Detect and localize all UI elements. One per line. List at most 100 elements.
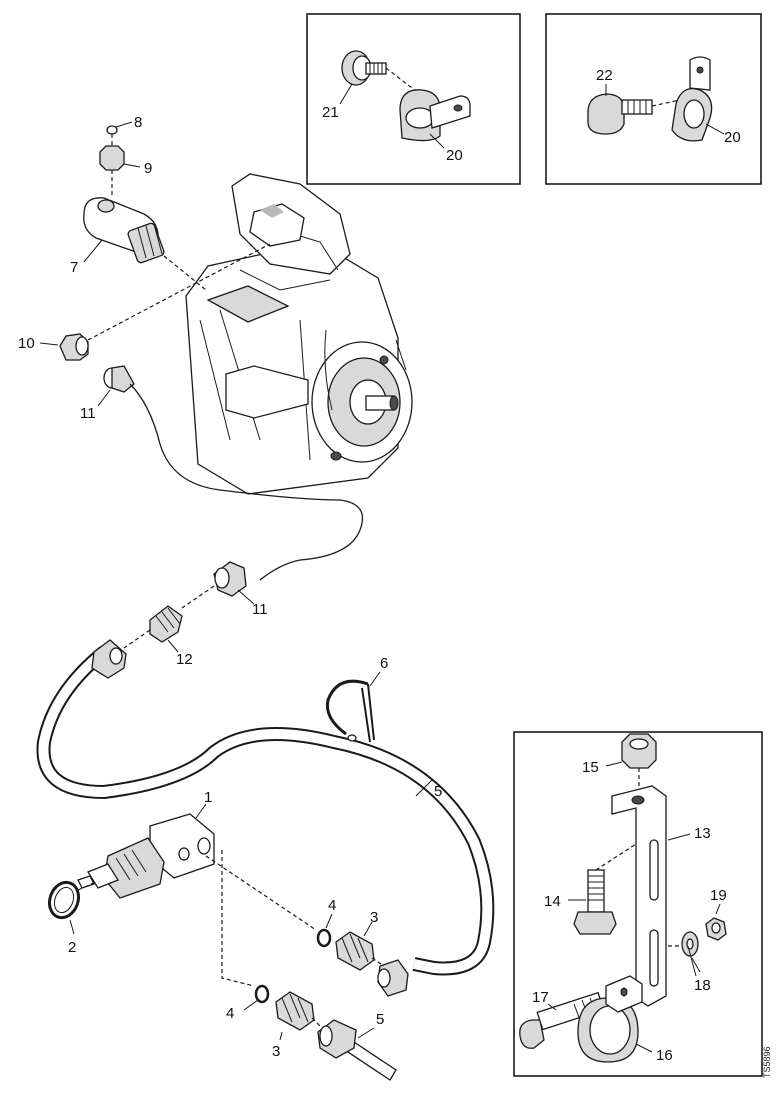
washer-18: [681, 931, 699, 957]
callout-17: 17: [532, 989, 549, 1006]
assembly-line: [181, 585, 215, 609]
nut-9: [99, 145, 125, 171]
callout-20-left: 20: [446, 147, 463, 164]
leader-line: [97, 389, 111, 407]
hose-end-lower: [377, 959, 409, 997]
fitting-10: [59, 333, 89, 361]
inset-box-bracket: [513, 731, 763, 1077]
leader-line: [39, 342, 59, 346]
assembly-line: [123, 629, 151, 649]
leader-line: [429, 133, 445, 149]
leader-line: [415, 779, 433, 797]
leader-line: [547, 1003, 557, 1011]
adapter-12: [149, 605, 183, 643]
callout-12: 12: [176, 651, 193, 668]
leader-line: [115, 121, 133, 128]
fitting-3-lower: [275, 991, 315, 1031]
leader-line: [691, 957, 701, 973]
assembly-line: [77, 881, 97, 891]
callout-6: 6: [380, 655, 388, 672]
callout-9: 9: [144, 160, 152, 177]
leader-line: [715, 903, 721, 915]
nut-19: [705, 917, 727, 941]
leader-line: [69, 919, 75, 935]
leader-line: [243, 999, 259, 1011]
callout-15: 15: [582, 759, 599, 776]
callout-3-lower: 3: [272, 1043, 280, 1060]
inset-box-clamp-right: [545, 13, 762, 185]
leader-line: [357, 1027, 375, 1039]
leader-line: [667, 833, 691, 841]
assembly-line: [205, 855, 317, 931]
o-ring-2: [47, 880, 81, 920]
leader-line: [687, 945, 697, 977]
callout-19: 19: [710, 887, 727, 904]
leader-line: [339, 83, 353, 105]
clamp-20-left: [399, 89, 471, 142]
valve-1: [77, 813, 215, 899]
connector-11-lower: [213, 561, 247, 597]
leader-line: [705, 123, 725, 135]
assembly-line: [385, 67, 439, 109]
leader-line: [635, 1043, 653, 1053]
cap-8: [106, 125, 118, 135]
o-ring-4-lower: [254, 984, 270, 1004]
assembly-line: [87, 243, 271, 341]
callout-11-lower: 11: [252, 601, 268, 618]
callout-4-lower: 4: [226, 1005, 234, 1022]
bolt-22: [587, 93, 653, 135]
assembly-line: [311, 1017, 321, 1027]
inset-box-clamp-left: [306, 13, 521, 185]
callout-22: 22: [596, 67, 613, 84]
callout-21: 21: [322, 104, 339, 121]
figure-reference: TS5896: [762, 1046, 772, 1078]
leader-line: [325, 913, 333, 929]
callout-18: 18: [694, 977, 711, 994]
callout-20-right: 20: [724, 129, 741, 146]
callout-2: 2: [68, 939, 76, 956]
hydraulic-pump: [185, 173, 413, 495]
callout-16: 16: [656, 1047, 673, 1064]
callout-3-upper: 3: [370, 909, 378, 926]
clamp-20-right: [671, 56, 713, 142]
leader-line: [123, 163, 141, 168]
hose-5: [38, 648, 493, 974]
callout-1: 1: [204, 789, 212, 806]
callout-5-lower: 5: [376, 1011, 384, 1028]
clamp-16: [577, 975, 643, 1063]
bolt-21: [341, 50, 387, 86]
callout-8: 8: [134, 114, 142, 131]
callout-13: 13: [694, 825, 711, 842]
bolt-14: [573, 869, 617, 935]
connector-11-upper: [103, 365, 135, 393]
assembly-line: [163, 255, 207, 291]
hose-5-stub: [317, 1019, 397, 1081]
sensor-cable: [129, 383, 364, 581]
leader-line: [363, 921, 373, 937]
leader-line: [83, 239, 103, 263]
callout-10: 10: [18, 335, 35, 352]
leader-line: [369, 671, 381, 687]
callout-5-upper: 5: [434, 783, 442, 800]
assembly-line: [651, 99, 681, 107]
leader-line: [279, 1031, 283, 1041]
callout-4-upper: 4: [328, 897, 336, 914]
clip-6: [325, 679, 375, 743]
callout-11-upper: 11: [80, 405, 96, 422]
assembly-line: [595, 843, 637, 871]
hose-end-upper: [91, 639, 127, 679]
leader-line: [605, 761, 623, 767]
assembly-line: [371, 957, 385, 967]
leader-line: [167, 639, 179, 653]
leader-line: [195, 803, 207, 819]
bracket-13: [611, 785, 667, 1007]
callout-7: 7: [70, 259, 78, 276]
fitting-3-upper: [335, 931, 375, 971]
callout-14: 14: [544, 893, 561, 910]
hose-5-outline: [36, 646, 495, 976]
nut-15: [621, 733, 657, 769]
sensor-7: [83, 197, 165, 264]
leader-line: [237, 589, 255, 605]
assembly-line: [221, 850, 255, 987]
